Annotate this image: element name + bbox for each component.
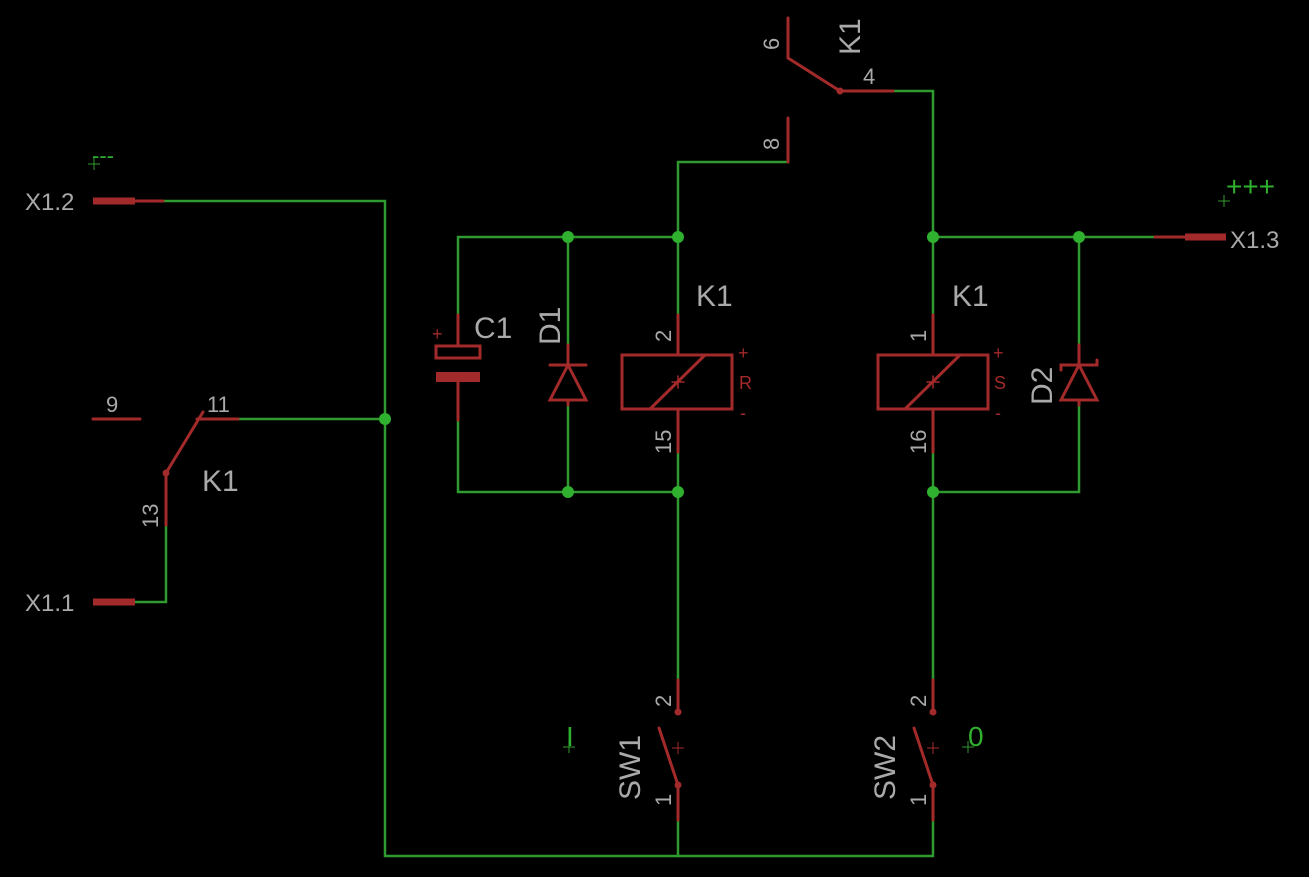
connector-x1-2: X1.2: [25, 189, 165, 216]
wire-k1-8-to-coil: [676, 160, 790, 239]
relay-coil-set: 1 16 + S - K1: [876, 280, 1006, 454]
pin-2-label: 2: [651, 330, 676, 342]
net-zero-label: 0: [968, 721, 984, 752]
coil-mark: R: [739, 373, 752, 393]
sw1-pin-1-label: 1: [651, 794, 676, 806]
capacitor-c1: + C1: [432, 312, 512, 422]
connector-x1-3: X1.3: [1153, 227, 1279, 254]
wire-right-bottom-rail: [931, 403, 1081, 494]
diode-d2: D2: [1026, 343, 1100, 407]
coil-mark: S: [994, 373, 1006, 393]
net-labels: --- +++ I 0: [88, 143, 1275, 753]
switch-contact-top: [929, 708, 937, 716]
net-one-label: I: [566, 721, 574, 752]
wire-x12-to-bus: [161, 199, 935, 858]
wire-k1-4-to-right: [891, 89, 935, 239]
connector-x1-1-label: X1.1: [25, 590, 74, 617]
switch-contact-top: [674, 708, 682, 716]
junction-coil-r-bottom: [672, 486, 684, 498]
relay-coil-set-name: K1: [952, 280, 989, 313]
connector-x1-1: X1.1: [25, 590, 135, 617]
coil-plus-mark: +: [738, 343, 749, 363]
pin-1-label: 1: [906, 330, 931, 342]
pin-13-label: 13: [138, 504, 163, 528]
connector-x1-3-label: X1.3: [1230, 227, 1279, 254]
wire-left-bottom-rail: [456, 418, 680, 494]
relay-contact-left-name: K1: [202, 465, 239, 498]
pin-8-label: 8: [759, 138, 784, 150]
coil-plus-mark: +: [993, 343, 1004, 363]
sw2-pin-1-label: 1: [906, 794, 931, 806]
relay-coil-reset-name: K1: [696, 280, 733, 313]
switch-blade: [912, 726, 935, 787]
junction-d1-top: [562, 231, 574, 243]
switch-blade: [657, 726, 680, 787]
pin-15-label: 15: [651, 430, 676, 454]
capacitor-name: C1: [474, 312, 512, 345]
pin-9-label: 9: [106, 392, 118, 417]
diode-d1: D1: [534, 307, 589, 407]
junction-d2-top: [1073, 231, 1085, 243]
coil-minus-mark: -: [740, 403, 746, 423]
wire-k1-13-to-x11: [133, 523, 168, 604]
diode-d2-name: D2: [1026, 367, 1059, 405]
capacitor-plate-negative: [436, 372, 480, 382]
junction-left-node: [379, 413, 391, 425]
switch-sw1-name: SW1: [614, 735, 647, 800]
contact-blade: [786, 56, 842, 93]
net-plus-label: +++: [1226, 171, 1275, 202]
contact-blade: [164, 410, 205, 475]
diode-d1-name: D1: [534, 307, 567, 345]
connector-x1-2-label: X1.2: [25, 189, 74, 216]
switch-sw1: 2 1 SW1: [614, 678, 684, 822]
diode-triangle: [1058, 361, 1100, 402]
relay-contact-top: 6 4 8 K1: [759, 16, 895, 164]
relay-coil-reset: 2 15 + R - K1: [620, 280, 752, 454]
pin-6-label: 6: [759, 38, 784, 50]
junction-d1-bottom: [562, 486, 574, 498]
relay-contact-top-name: K1: [834, 18, 867, 55]
diode-triangle: [547, 361, 589, 402]
junctions: [379, 231, 1085, 498]
junction-coil-s-bottom: [927, 486, 939, 498]
pin-4-label: 4: [863, 64, 875, 89]
net-minus-label: ---: [92, 143, 114, 168]
relay-contact-left: 9 11 13 K1: [91, 392, 240, 528]
sw1-pin-2-label: 2: [651, 695, 676, 707]
capacitor-plus-mark: +: [432, 324, 443, 344]
sw2-pin-2-label: 2: [906, 695, 931, 707]
pin-11-label: 11: [207, 392, 230, 417]
junction-coil-s-top: [927, 231, 939, 243]
coil-minus-mark: -: [995, 403, 1001, 423]
switch-sw2-name: SW2: [869, 735, 902, 800]
pin-16-label: 16: [906, 430, 931, 454]
capacitor-plate-positive: [434, 344, 482, 360]
junction-coil-r-top: [672, 231, 684, 243]
switch-sw2: 2 1 SW2: [869, 678, 939, 822]
